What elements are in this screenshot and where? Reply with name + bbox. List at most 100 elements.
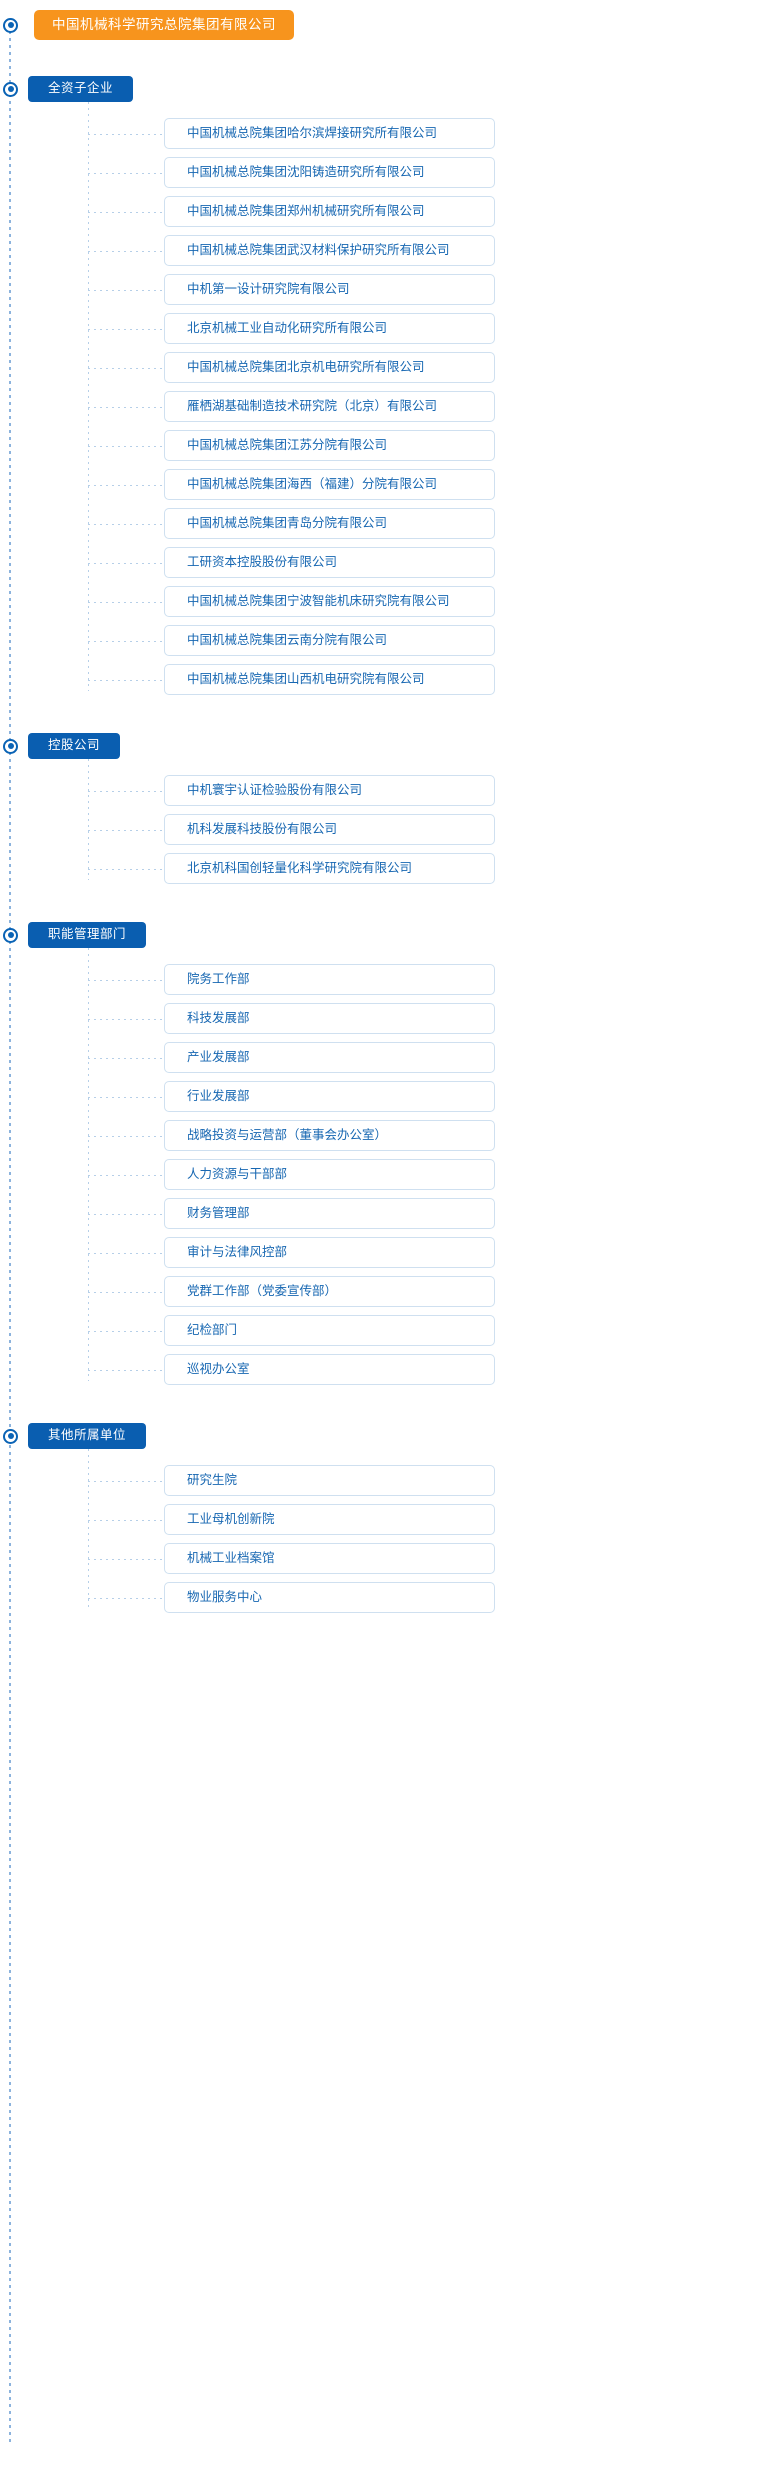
root-node[interactable]: 中国机械科学研究总院集团有限公司 — [0, 8, 779, 42]
item-box[interactable]: 北京机科国创轻量化科学研究院有限公司 — [164, 853, 495, 884]
item-box[interactable]: 中国机械总院集团山西机电研究院有限公司 — [164, 664, 495, 695]
item-connector — [88, 640, 164, 642]
item-label: 中国机械总院集团北京机电研究所有限公司 — [187, 360, 425, 375]
list-item[interactable]: 中国机械总院集团江苏分院有限公司 — [0, 426, 779, 465]
section-label[interactable]: 全资子企业 — [28, 76, 134, 102]
item-label: 中机第一设计研究院有限公司 — [187, 282, 350, 297]
item-box[interactable]: 院务工作部 — [164, 964, 495, 995]
item-label: 巡视办公室 — [187, 1362, 250, 1377]
item-box[interactable]: 审计与法律风控部 — [164, 1237, 495, 1268]
list-item[interactable]: 中国机械总院集团北京机电研究所有限公司 — [0, 348, 779, 387]
list-item[interactable]: 北京机科国创轻量化科学研究院有限公司 — [0, 849, 779, 888]
item-box[interactable]: 工研资本控股股份有限公司 — [164, 547, 495, 578]
item-box[interactable]: 工业母机创新院 — [164, 1504, 495, 1535]
item-box[interactable]: 雁栖湖基础制造技术研究院（北京）有限公司 — [164, 391, 495, 422]
item-box[interactable]: 科技发展部 — [164, 1003, 495, 1034]
section-header[interactable]: 控股公司 — [0, 733, 779, 759]
item-box[interactable]: 中国机械总院集团郑州机械研究所有限公司 — [164, 196, 495, 227]
node-dot-icon — [3, 738, 18, 754]
item-label: 工研资本控股股份有限公司 — [187, 555, 338, 570]
list-item[interactable]: 雁栖湖基础制造技术研究院（北京）有限公司 — [0, 387, 779, 426]
item-box[interactable]: 中机寰宇认证检验股份有限公司 — [164, 775, 495, 806]
section-2: 控股公司中机寰宇认证检验股份有限公司机科发展科技股份有限公司北京机科国创轻量化科… — [0, 733, 779, 922]
section-label[interactable]: 职能管理部门 — [28, 922, 147, 948]
section-label[interactable]: 控股公司 — [28, 733, 121, 759]
section-header[interactable]: 其他所属单位 — [0, 1423, 779, 1449]
list-item[interactable]: 中国机械总院集团沈阳铸造研究所有限公司 — [0, 153, 779, 192]
item-box[interactable]: 纪检部门 — [164, 1315, 495, 1346]
item-label: 财务管理部 — [187, 1206, 250, 1221]
list-item[interactable]: 中国机械总院集团山西机电研究院有限公司 — [0, 660, 779, 699]
item-box[interactable]: 中机第一设计研究院有限公司 — [164, 274, 495, 305]
item-connector — [88, 1135, 164, 1137]
list-item[interactable]: 中国机械总院集团武汉材料保护研究所有限公司 — [0, 231, 779, 270]
branch-spine-connector — [88, 102, 89, 691]
list-item[interactable]: 党群工作部（党委宣传部） — [0, 1272, 779, 1311]
list-item[interactable]: 北京机械工业自动化研究所有限公司 — [0, 309, 779, 348]
list-item[interactable]: 产业发展部 — [0, 1038, 779, 1077]
section-header[interactable]: 职能管理部门 — [0, 922, 779, 948]
item-box[interactable]: 中国机械总院集团海西（福建）分院有限公司 — [164, 469, 495, 500]
item-box[interactable]: 战略投资与运营部（董事会办公室） — [164, 1120, 495, 1151]
item-connector — [88, 1096, 164, 1098]
item-connector — [88, 172, 164, 174]
list-item[interactable]: 物业服务中心 — [0, 1578, 779, 1617]
list-item[interactable]: 机科发展科技股份有限公司 — [0, 810, 779, 849]
list-item[interactable]: 中国机械总院集团云南分院有限公司 — [0, 621, 779, 660]
item-connector — [88, 1558, 164, 1560]
item-box[interactable]: 中国机械总院集团武汉材料保护研究所有限公司 — [164, 235, 495, 266]
item-box[interactable]: 财务管理部 — [164, 1198, 495, 1229]
list-item[interactable]: 行业发展部 — [0, 1077, 779, 1116]
list-item[interactable]: 中国机械总院集团哈尔滨焊接研究所有限公司 — [0, 114, 779, 153]
list-item[interactable]: 中机第一设计研究院有限公司 — [0, 270, 779, 309]
item-box[interactable]: 中国机械总院集团宁波智能机床研究院有限公司 — [164, 586, 495, 617]
list-item[interactable]: 中国机械总院集团郑州机械研究所有限公司 — [0, 192, 779, 231]
list-item[interactable]: 中机寰宇认证检验股份有限公司 — [0, 771, 779, 810]
item-label: 中国机械总院集团沈阳铸造研究所有限公司 — [187, 165, 425, 180]
section-4: 其他所属单位研究生院工业母机创新院机械工业档案馆物业服务中心 — [0, 1423, 779, 1651]
list-item[interactable]: 中国机械总院集团海西（福建）分院有限公司 — [0, 465, 779, 504]
list-item[interactable]: 审计与法律风控部 — [0, 1233, 779, 1272]
item-box[interactable]: 研究生院 — [164, 1465, 495, 1496]
list-item[interactable]: 研究生院 — [0, 1461, 779, 1500]
item-box[interactable]: 中国机械总院集团北京机电研究所有限公司 — [164, 352, 495, 383]
item-connector — [88, 601, 164, 603]
section-branch: 院务工作部科技发展部产业发展部行业发展部战略投资与运营部（董事会办公室） 人力资源… — [0, 948, 779, 1389]
list-item[interactable]: 财务管理部 — [0, 1194, 779, 1233]
item-box[interactable]: 党群工作部（党委宣传部） — [164, 1276, 495, 1307]
list-item[interactable]: 纪检部门 — [0, 1311, 779, 1350]
list-item[interactable]: 院务工作部 — [0, 960, 779, 999]
item-box[interactable]: 产业发展部 — [164, 1042, 495, 1073]
list-item[interactable]: 机械工业档案馆 — [0, 1539, 779, 1578]
list-item[interactable]: 中国机械总院集团宁波智能机床研究院有限公司 — [0, 582, 779, 621]
item-box[interactable]: 中国机械总院集团沈阳铸造研究所有限公司 — [164, 157, 495, 188]
section-header[interactable]: 全资子企业 — [0, 76, 779, 102]
item-label: 中国机械总院集团江苏分院有限公司 — [187, 438, 388, 453]
spacer — [0, 1617, 779, 1651]
item-box[interactable]: 机科发展科技股份有限公司 — [164, 814, 495, 845]
list-item[interactable]: 工研资本控股股份有限公司 — [0, 543, 779, 582]
item-box[interactable]: 机械工业档案馆 — [164, 1543, 495, 1574]
item-box[interactable]: 巡视办公室 — [164, 1354, 495, 1385]
list-item[interactable]: 战略投资与运营部（董事会办公室） — [0, 1116, 779, 1155]
list-item[interactable]: 科技发展部 — [0, 999, 779, 1038]
item-box[interactable]: 人力资源与干部部 — [164, 1159, 495, 1190]
main-trunk-connector — [9, 24, 11, 2444]
list-item[interactable]: 工业母机创新院 — [0, 1500, 779, 1539]
item-connector — [88, 1519, 164, 1521]
item-box[interactable]: 行业发展部 — [164, 1081, 495, 1112]
item-box[interactable]: 北京机械工业自动化研究所有限公司 — [164, 313, 495, 344]
item-box[interactable]: 中国机械总院集团江苏分院有限公司 — [164, 430, 495, 461]
node-dot-icon — [3, 17, 18, 33]
item-box[interactable]: 中国机械总院集团云南分院有限公司 — [164, 625, 495, 656]
item-connector — [88, 1213, 164, 1215]
list-item[interactable]: 巡视办公室 — [0, 1350, 779, 1389]
list-item[interactable]: 中国机械总院集团青岛分院有限公司 — [0, 504, 779, 543]
item-box[interactable]: 物业服务中心 — [164, 1582, 495, 1613]
list-item[interactable]: 人力资源与干部部 — [0, 1155, 779, 1194]
root-node-label[interactable]: 中国机械科学研究总院集团有限公司 — [34, 9, 294, 41]
item-box[interactable]: 中国机械总院集团青岛分院有限公司 — [164, 508, 495, 539]
item-box[interactable]: 中国机械总院集团哈尔滨焊接研究所有限公司 — [164, 118, 495, 149]
section-label[interactable]: 其他所属单位 — [28, 1423, 147, 1449]
